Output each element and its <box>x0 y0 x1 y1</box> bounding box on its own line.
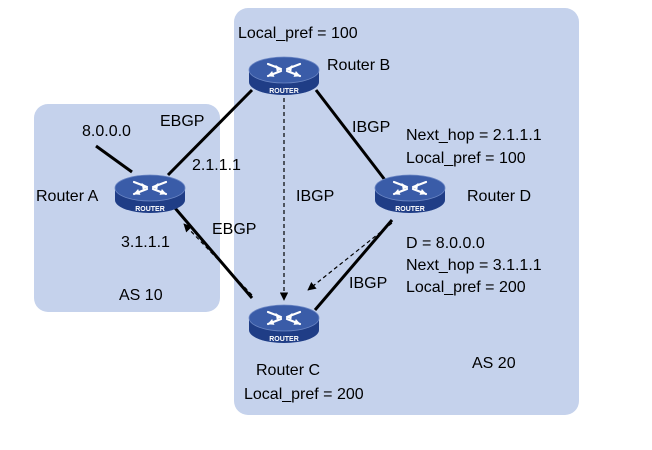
d-next-hop-2-label: Next_hop = 3.1.1.1 <box>406 257 542 274</box>
dashed-arrow-d-c <box>307 222 393 291</box>
d-next-hop-1-label: Next_hop = 2.1.1.1 <box>406 127 542 144</box>
router-b-label: Router B <box>327 57 390 74</box>
router-c-label: Router C <box>256 362 320 379</box>
a-b-ip-label: 2.1.1.1 <box>192 157 241 174</box>
d-local-pref-2-label: Local_pref = 200 <box>406 279 526 296</box>
link-b-d <box>314 89 387 181</box>
link-b-d-label: IBGP <box>352 119 390 136</box>
d-local-pref-1-label: Local_pref = 100 <box>406 150 526 167</box>
link-d-c <box>313 219 394 311</box>
b-local-pref-label: Local_pref = 100 <box>238 25 358 42</box>
d-dest-label: D = 8.0.0.0 <box>406 235 485 252</box>
router-d-badge: ROUTER <box>395 206 425 213</box>
router-a-badge: ROUTER <box>135 206 165 213</box>
router-c-badge: ROUTER <box>269 336 299 343</box>
dashed-arrow-c-a <box>183 223 253 296</box>
router-d-icon: ROUTER <box>373 173 447 215</box>
link-b-c-label: IBGP <box>296 188 334 205</box>
link-a-c <box>173 207 254 299</box>
link-a-b <box>166 88 254 177</box>
network-label: 8.0.0.0 <box>82 123 131 140</box>
router-b-badge: ROUTER <box>269 88 299 95</box>
as10-label: AS 10 <box>119 287 163 304</box>
link-network-a <box>95 144 133 174</box>
link-d-c-label: IBGP <box>349 275 387 292</box>
router-d-label: Router D <box>467 188 531 205</box>
router-b-icon: ROUTER <box>247 55 321 97</box>
router-c-icon: ROUTER <box>247 303 321 345</box>
router-a-icon: ROUTER <box>113 173 187 215</box>
link-a-b-label: EBGP <box>160 113 204 130</box>
a-c-ip-label: 3.1.1.1 <box>121 234 170 251</box>
as20-label: AS 20 <box>472 355 516 372</box>
c-local-pref-label: Local_pref = 200 <box>244 386 364 403</box>
router-a-label: Router A <box>36 188 99 205</box>
link-c-a-label: EBGP <box>212 221 256 238</box>
